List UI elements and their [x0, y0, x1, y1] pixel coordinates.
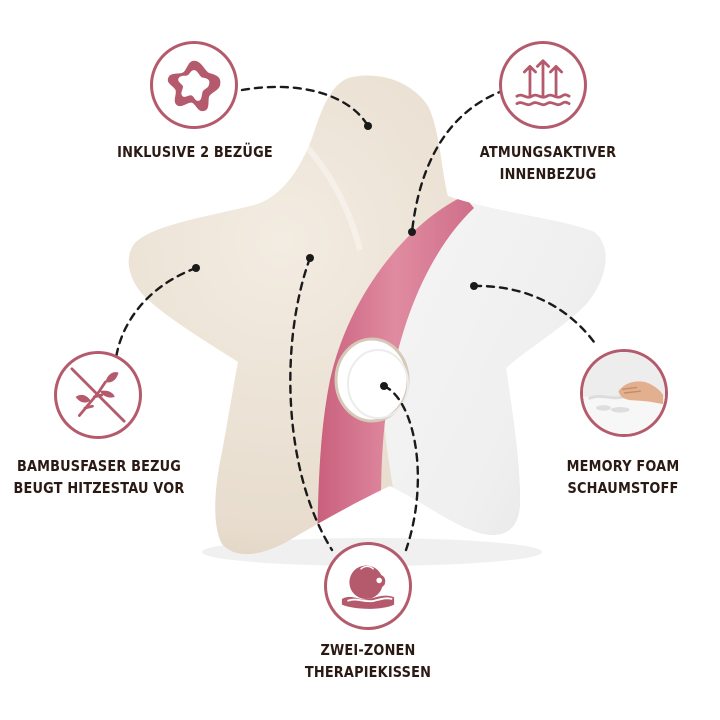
connector-memory-foam — [472, 284, 596, 344]
connector-bambus — [114, 266, 198, 360]
badge-memory-foam — [580, 349, 668, 437]
label-zwei-zonen-line-1: ZWEI-ZONEN — [320, 641, 416, 659]
label-inklusive: INKLUSIVE 2 BEZÜGE — [109, 141, 281, 163]
bamboo-icon — [70, 367, 126, 423]
label-atmungsaktiver-line-1: ATMUNGSAKTIVER — [479, 143, 617, 161]
badge-inklusive — [150, 41, 238, 129]
baby-head-icon — [341, 565, 395, 609]
waves-arrows-icon — [515, 59, 571, 107]
badge-bambus — [54, 351, 142, 439]
badge-atmungsaktiver — [499, 41, 587, 129]
label-atmungsaktiver: ATMUNGSAKTIVER INNENBEZUG — [462, 141, 634, 185]
label-inklusive-line-1: INKLUSIVE 2 BEZÜGE — [117, 143, 273, 161]
connector-zwei-zonen-b — [382, 384, 420, 552]
connector-zwei-zonen-a — [289, 256, 334, 552]
label-atmungsaktiver-line-2: INNENBEZUG — [499, 165, 597, 183]
label-memory-foam-line-2: SCHAUMSTOFF — [567, 479, 679, 497]
label-bambus-line-1: BAMBUSFASER BEZUG — [16, 457, 182, 475]
badge-zwei-zonen — [324, 542, 412, 630]
label-zwei-zonen: ZWEI-ZONEN THERAPIEKISSEN — [282, 639, 454, 683]
memory-foam-hand-icon — [583, 352, 665, 434]
star-blob-icon — [164, 55, 224, 115]
label-memory-foam: MEMORY FOAM SCHAUMSTOFF — [545, 455, 702, 499]
label-memory-foam-line-1: MEMORY FOAM — [566, 457, 680, 475]
label-bambus-line-2: BEUGT HITZESTAU VOR — [13, 479, 185, 497]
label-bambus: BAMBUSFASER BEZUG BEUGT HITZESTAU VOR — [7, 455, 191, 499]
connector-inklusive — [240, 85, 370, 128]
label-zwei-zonen-line-2: THERAPIEKISSEN — [304, 663, 432, 681]
connector-atmungsaktiver — [410, 88, 507, 234]
